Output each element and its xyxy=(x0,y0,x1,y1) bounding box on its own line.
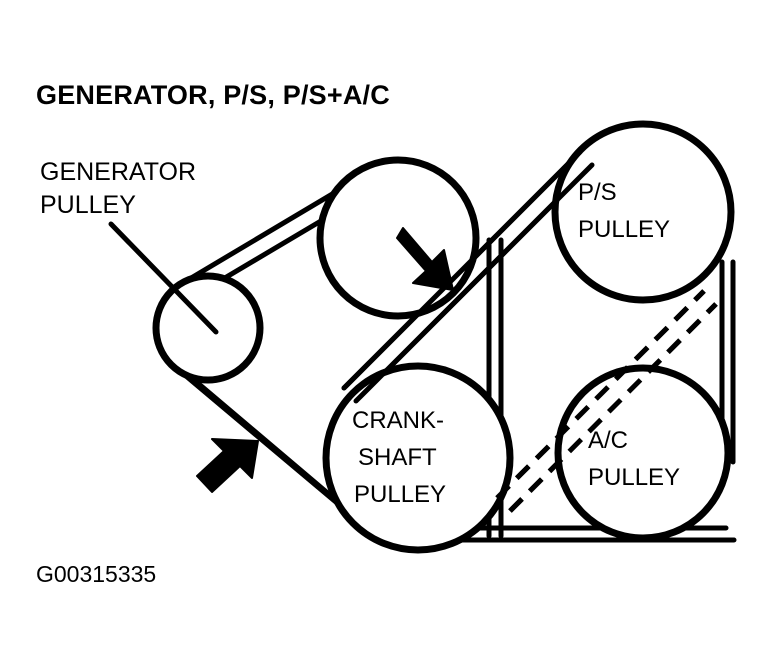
figure-title: GENERATOR, P/S, P/S+A/C xyxy=(36,80,390,110)
generator-pulley-leader-line xyxy=(108,221,219,335)
ps-pulley xyxy=(551,120,735,304)
tension-arrow-idler xyxy=(396,227,454,291)
ac-pulley xyxy=(554,364,732,542)
label-ps-pulley: P/S PULLEY xyxy=(578,179,670,243)
label-crankshaft-pulley: CRANK- SHAFT PULLEY xyxy=(352,407,446,508)
ps-label-line1: P/S xyxy=(578,179,617,206)
generator-label-line2: PULLEY xyxy=(40,191,136,219)
crankshaft-pulley xyxy=(322,362,514,554)
figure-code: G00315335 xyxy=(36,561,156,587)
tension-arrow-lower-left xyxy=(196,438,259,493)
generator-label-line1: GENERATOR xyxy=(40,158,196,186)
label-generator-pulley: GENERATOR PULLEY xyxy=(40,158,196,219)
ps-label-line2: PULLEY xyxy=(578,216,670,243)
crank-label-line2: SHAFT xyxy=(358,444,437,471)
crank-label-line1: CRANK- xyxy=(352,407,444,434)
ac-label-line1: A/C xyxy=(588,427,628,454)
label-ac-pulley: A/C PULLEY xyxy=(588,427,680,491)
belt-overlay-crossings xyxy=(341,149,718,513)
generator-pulley xyxy=(152,272,264,384)
ac-label-line2: PULLEY xyxy=(588,464,680,491)
crank-label-line3: PULLEY xyxy=(354,481,446,508)
pulleys-group xyxy=(152,120,735,554)
